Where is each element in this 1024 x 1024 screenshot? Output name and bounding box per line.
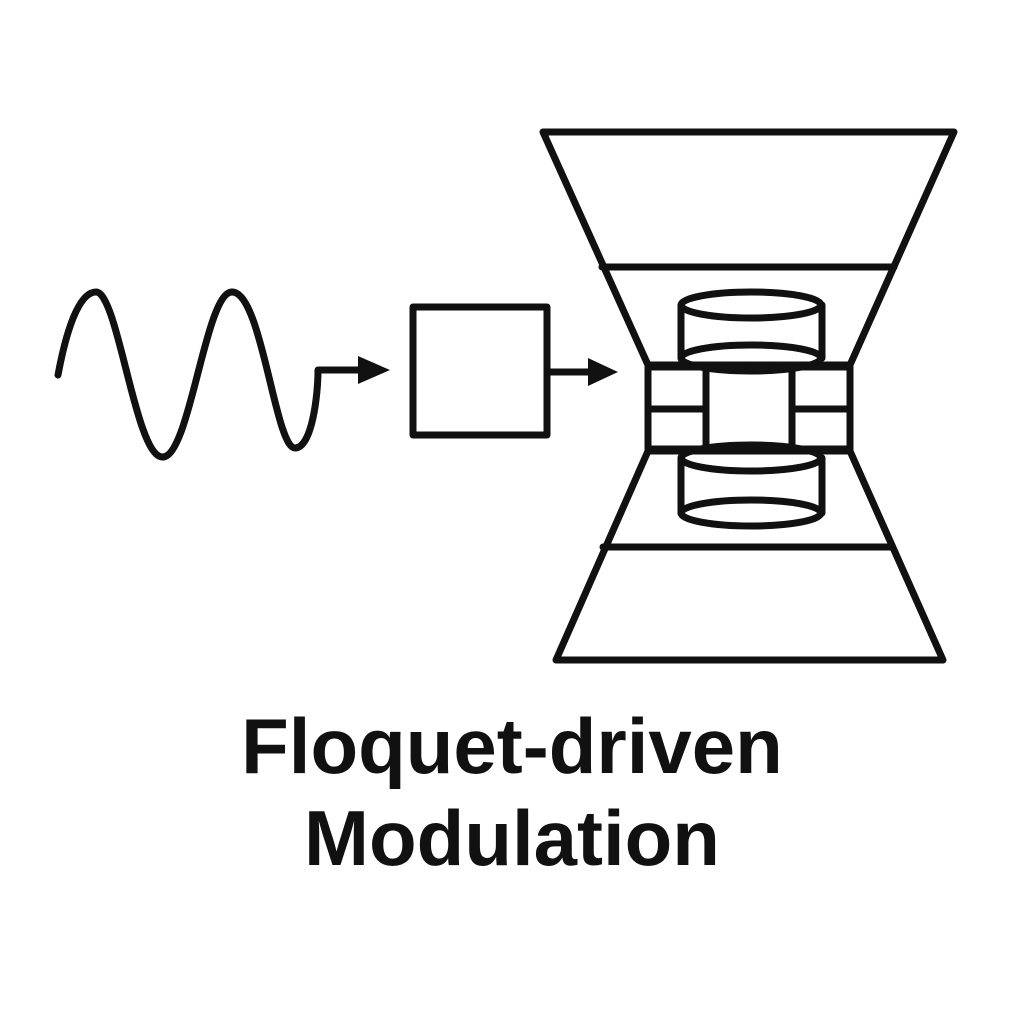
caption-line-2: Modulation xyxy=(304,794,720,882)
upper-cylinder xyxy=(677,288,826,375)
lower-cylinder xyxy=(677,441,826,530)
hourglass-device xyxy=(539,128,958,664)
sine-wave-signal xyxy=(54,288,362,461)
caption-line-1: Floquet-driven xyxy=(241,702,783,790)
arrowhead-box-to-device xyxy=(588,358,618,386)
device-center-column xyxy=(702,363,796,453)
device-top-trapezoid xyxy=(539,128,958,369)
arrowhead-signal-to-box xyxy=(358,356,390,384)
diagram-caption: Floquet-driven Modulation xyxy=(0,700,1024,884)
device-bottom-trapezoid xyxy=(552,447,947,664)
modulator-box xyxy=(409,303,551,439)
